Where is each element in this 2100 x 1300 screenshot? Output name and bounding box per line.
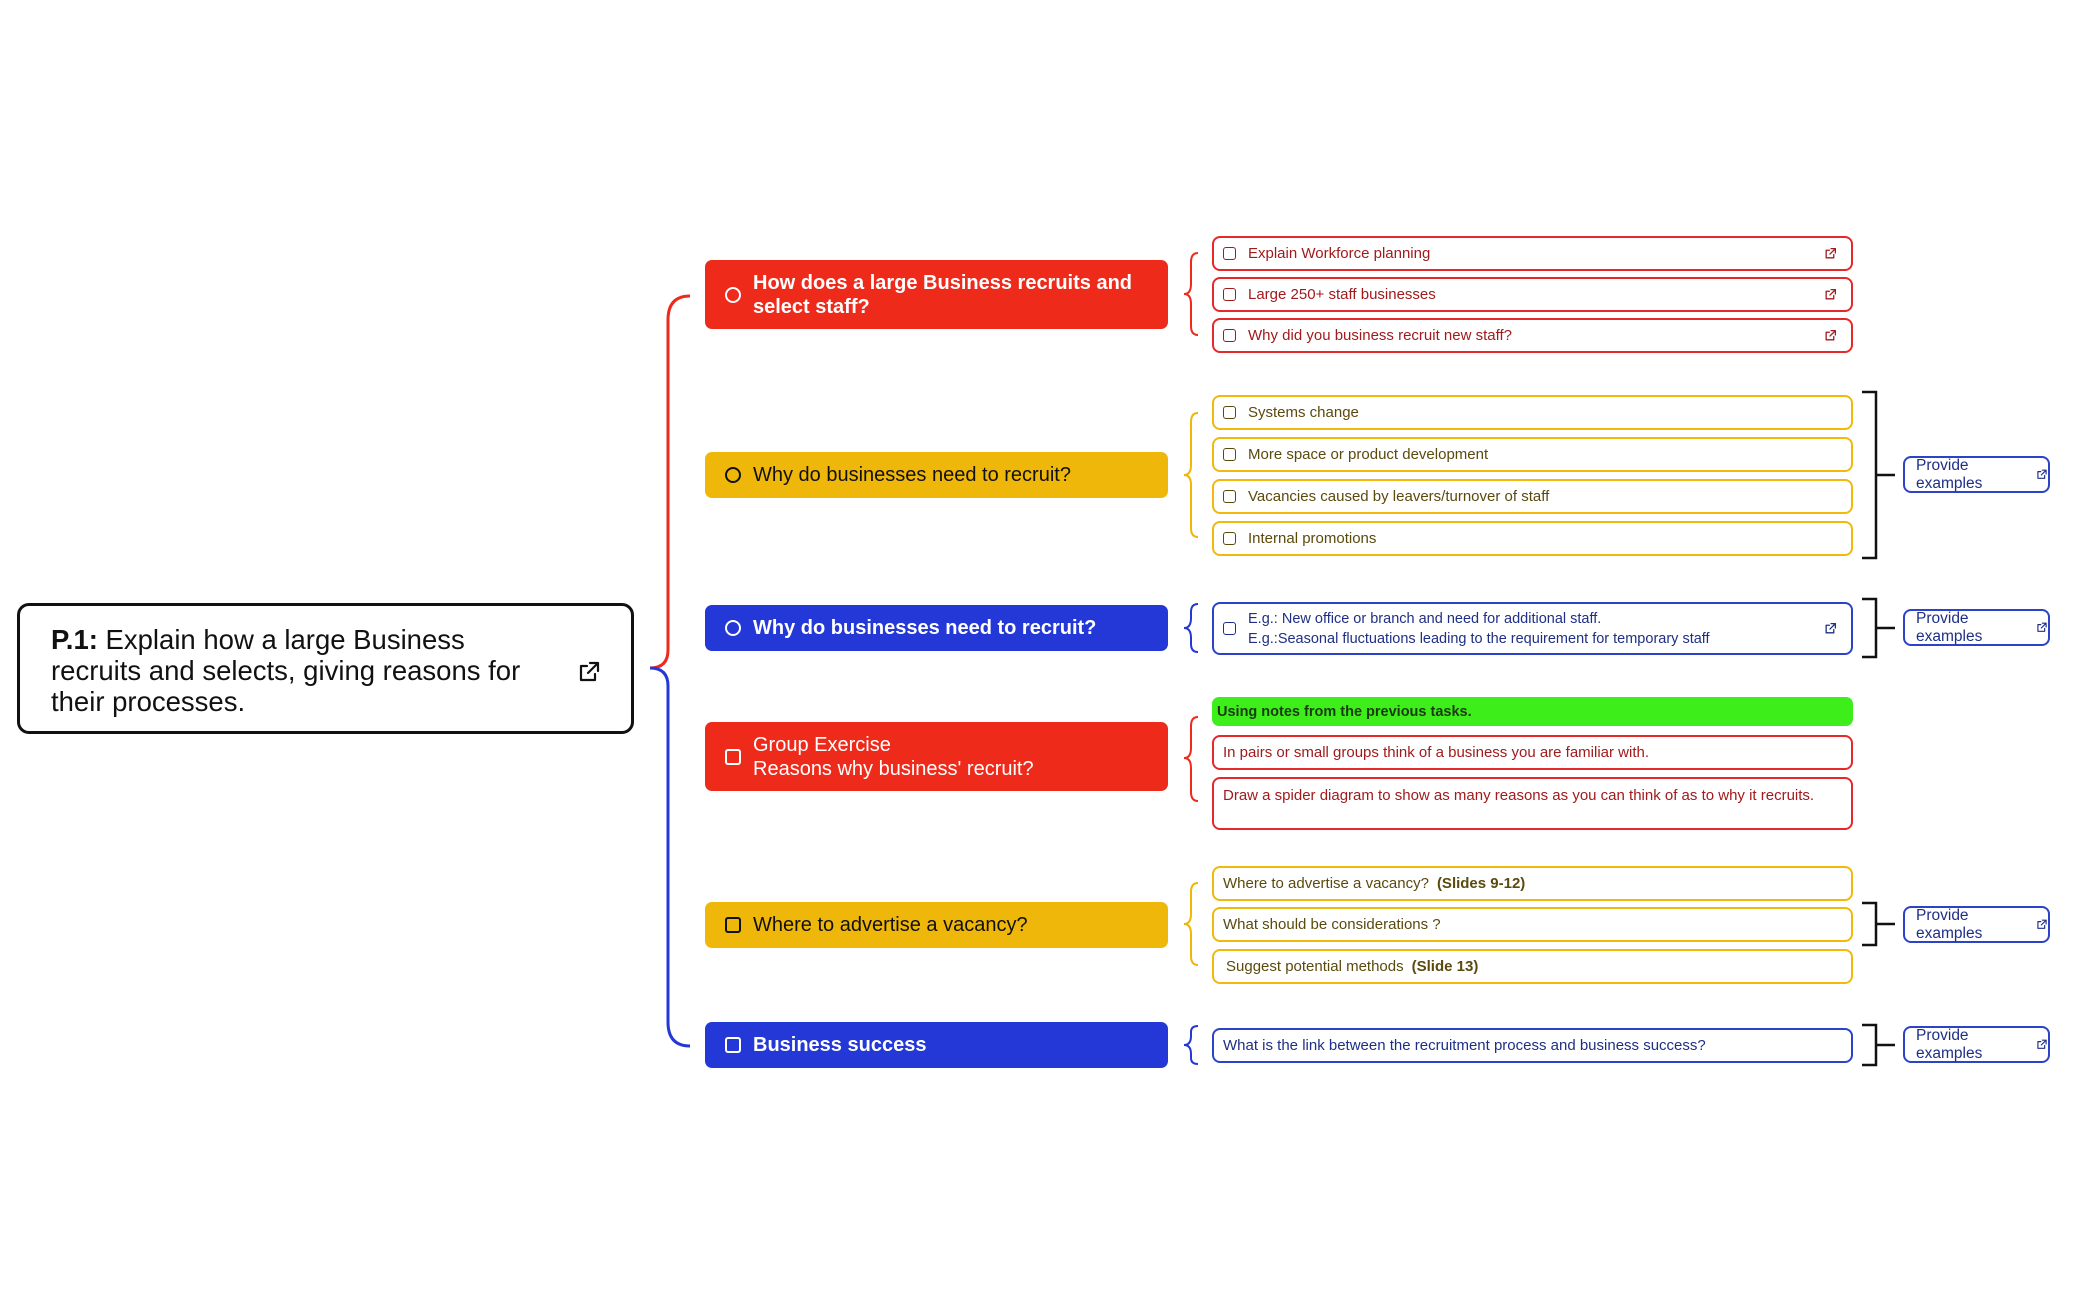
slide-reference: (Slide 13) bbox=[1411, 958, 1479, 975]
sub-text: More space or product development bbox=[1248, 446, 1489, 463]
external-link-icon[interactable] bbox=[1824, 622, 1837, 635]
circle-marker-icon bbox=[725, 620, 741, 636]
sub-examples-new-office[interactable]: E.g.: New office or branch and need for … bbox=[1212, 602, 1853, 655]
branch-label: Business success bbox=[753, 1034, 927, 1056]
external-link-icon bbox=[2037, 469, 2048, 479]
checkbox-icon[interactable] bbox=[1223, 247, 1236, 260]
root-node[interactable]: P.1: Explain how a large Business recrui… bbox=[17, 603, 634, 734]
provide-examples-button[interactable]: Provide examples bbox=[1903, 906, 2050, 943]
sub-more-space[interactable]: More space or product development bbox=[1212, 437, 1853, 472]
external-link-icon bbox=[2037, 1039, 2048, 1049]
sub-systems-change[interactable]: Systems change bbox=[1212, 395, 1853, 430]
branch-group-exercise[interactable]: Group Exercise Reasons why business' rec… bbox=[705, 722, 1168, 791]
checkbox-icon[interactable] bbox=[1223, 406, 1236, 419]
brace-b4 bbox=[1183, 716, 1199, 802]
square-marker-icon bbox=[725, 917, 741, 933]
provide-examples-button[interactable]: Provide examples bbox=[1903, 456, 2050, 493]
external-link-icon bbox=[2037, 622, 2048, 632]
instruction-heading: Using notes from the previous tasks. bbox=[1212, 697, 1853, 726]
branch-label: How does a large Business recruits and s… bbox=[753, 271, 1133, 318]
sub-text: Explain Workforce planning bbox=[1248, 245, 1431, 262]
sub-pairs-groups[interactable]: In pairs or small groups think of a busi… bbox=[1212, 735, 1853, 770]
provide-examples-label: Provide examples bbox=[1916, 1026, 1983, 1062]
checkbox-icon[interactable] bbox=[1223, 622, 1236, 635]
sub-text-main: Suggest potential methods bbox=[1226, 958, 1404, 975]
brace-b2 bbox=[1183, 412, 1199, 538]
provide-examples-label: Provide examples bbox=[1916, 906, 1983, 942]
circle-marker-icon bbox=[725, 286, 741, 303]
sub-potential-methods[interactable]: Suggest potential methods (Slide 13) bbox=[1212, 949, 1853, 984]
sub-text: Large 250+ staff businesses bbox=[1248, 286, 1436, 303]
provide-examples-button[interactable]: Provide examples bbox=[1903, 609, 2050, 646]
provide-examples-label: Provide examples bbox=[1916, 456, 1983, 492]
branch-recruit-select[interactable]: How does a large Business recruits and s… bbox=[705, 260, 1168, 329]
sub-text: Suggest potential methods (Slide 13) bbox=[1226, 957, 1837, 976]
branch-label: Why do businesses need to recruit? bbox=[753, 617, 1097, 639]
checkbox-icon[interactable] bbox=[1223, 532, 1236, 545]
branch-label: Why do businesses need to recruit? bbox=[753, 464, 1071, 486]
brace-b5 bbox=[1183, 882, 1199, 966]
branch-why-recruit-1[interactable]: Why do businesses need to recruit? bbox=[705, 452, 1168, 498]
external-link-icon bbox=[2037, 919, 2048, 929]
brace-b1 bbox=[1183, 252, 1199, 336]
branch-label: Where to advertise a vacancy? bbox=[753, 914, 1028, 936]
slide-reference: (Slides 9-12) bbox=[1436, 875, 1526, 892]
branch-advertise-vacancy[interactable]: Where to advertise a vacancy? bbox=[705, 902, 1168, 948]
sub-text: E.g.: New office or branch and need for … bbox=[1248, 610, 1710, 647]
sub-text: Why did you business recruit new staff? bbox=[1248, 327, 1513, 344]
sub-text: Systems change bbox=[1248, 404, 1359, 421]
checkbox-icon[interactable] bbox=[1223, 490, 1236, 503]
provide-examples-label: Provide examples bbox=[1916, 609, 1983, 645]
brace-b3 bbox=[1183, 603, 1199, 653]
connector-root-red bbox=[649, 294, 691, 670]
sub-link-business-success[interactable]: What is the link between the recruitment… bbox=[1212, 1028, 1853, 1063]
root-title: Explain how a large Business recruits an… bbox=[51, 624, 521, 717]
connector-root-blue bbox=[649, 666, 691, 1048]
bracket-b6 bbox=[1862, 1023, 1895, 1067]
brace-b6 bbox=[1183, 1025, 1199, 1065]
sub-text-main: Where to advertise a vacancy? bbox=[1223, 875, 1429, 892]
sub-why-recruit-new-staff[interactable]: Why did you business recruit new staff? bbox=[1212, 318, 1853, 353]
root-text: P.1: Explain how a large Business recrui… bbox=[51, 624, 556, 717]
external-link-icon[interactable] bbox=[1824, 288, 1837, 301]
bracket-b2 bbox=[1862, 390, 1895, 560]
sub-internal-promotions[interactable]: Internal promotions bbox=[1212, 521, 1853, 556]
sub-text: Internal promotions bbox=[1248, 530, 1377, 547]
sub-considerations[interactable]: What should be considerations ? bbox=[1212, 907, 1853, 942]
branch-label: Group Exercise Reasons why business' rec… bbox=[753, 733, 1034, 780]
branch-why-recruit-2[interactable]: Why do businesses need to recruit? bbox=[705, 605, 1168, 651]
branch-business-success[interactable]: Business success bbox=[705, 1022, 1168, 1068]
sub-workforce-planning[interactable]: Explain Workforce planning bbox=[1212, 236, 1853, 271]
root-prefix: P.1: bbox=[51, 624, 98, 655]
checkbox-icon[interactable] bbox=[1223, 448, 1236, 461]
provide-examples-button[interactable]: Provide examples bbox=[1903, 1026, 2050, 1063]
bracket-b3 bbox=[1862, 597, 1895, 659]
sub-text: What is the link between the recruitment… bbox=[1223, 1037, 1706, 1054]
circle-marker-icon bbox=[725, 467, 741, 483]
sub-where-advertise[interactable]: Where to advertise a vacancy? (Slides 9-1… bbox=[1212, 866, 1853, 901]
sub-text: Draw a spider diagram to show as many re… bbox=[1223, 787, 1815, 804]
sub-large-businesses[interactable]: Large 250+ staff businesses bbox=[1212, 277, 1853, 312]
checkbox-icon[interactable] bbox=[1223, 288, 1236, 301]
sub-text: Where to advertise a vacancy? (Slides 9-1… bbox=[1223, 874, 1837, 893]
sub-text: Vacancies caused by leavers/turnover of … bbox=[1248, 488, 1550, 505]
sub-spider-diagram[interactable]: Draw a spider diagram to show as many re… bbox=[1212, 777, 1853, 830]
sub-text: What should be considerations ? bbox=[1223, 916, 1441, 933]
external-link-icon[interactable] bbox=[577, 660, 601, 684]
external-link-icon[interactable] bbox=[1824, 329, 1837, 342]
sub-text: In pairs or small groups think of a busi… bbox=[1223, 744, 1650, 761]
bracket-b5 bbox=[1862, 901, 1895, 947]
external-link-icon[interactable] bbox=[1824, 247, 1837, 260]
square-marker-icon bbox=[725, 1037, 741, 1053]
checkbox-icon[interactable] bbox=[1223, 329, 1236, 342]
square-marker-icon bbox=[725, 748, 741, 765]
sub-vacancies[interactable]: Vacancies caused by leavers/turnover of … bbox=[1212, 479, 1853, 514]
